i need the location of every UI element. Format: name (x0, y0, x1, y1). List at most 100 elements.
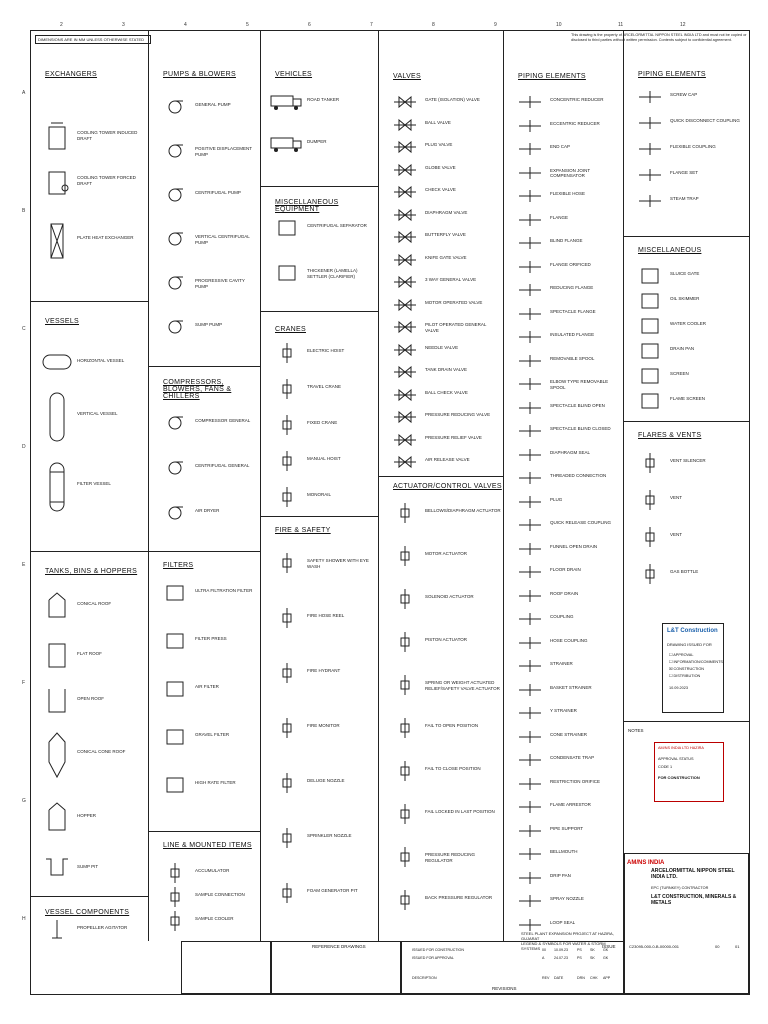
list-item: POSITIVE DISPLACEMENT PUMP (149, 140, 260, 162)
item-label: LOOP SEAL (550, 919, 576, 925)
list-item: CONDENSATE TRAP (504, 749, 623, 771)
item-label: AIR DRYER (195, 508, 220, 513)
item-label: SPRINKLER NOZZLE (307, 833, 352, 838)
item-label: Y STRAINER (550, 708, 577, 713)
list-item: REMOVABLE SPOOL (504, 350, 623, 372)
item-label: VENT SILENCER (670, 458, 706, 463)
diaphragm-actuator-icon (387, 502, 423, 524)
deluge-nozzle-icon (269, 772, 305, 794)
item-label: SAMPLE COOLER (195, 916, 234, 921)
item-label: FIRE HYDRANT (307, 668, 341, 673)
list-item: HORIZONTAL VESSEL (31, 347, 148, 377)
loop-seal-icon (512, 914, 548, 936)
back-pressure-icon (387, 889, 423, 911)
condensate-trap-icon (512, 749, 548, 771)
list-item: SPECTACLE FLANGE (504, 303, 623, 325)
item-label: INSULATED FLANGE (550, 332, 595, 337)
fail-locked-icon (387, 803, 423, 825)
list-item: COUPLING (504, 608, 623, 630)
list-item: BACK PRESSURE REGULATOR (379, 889, 503, 911)
list-item: ROAD TANKER (261, 91, 378, 113)
section-misc-equipment: MISCELLANEOUS EQUIPMENT CENTRIFUGAL SEPA… (261, 186, 378, 311)
motor-valve-icon (387, 294, 423, 316)
item-label: VENT (670, 532, 683, 537)
ruler-letter: H (22, 916, 26, 922)
section-tanks: TANKS, BINS & HOPPERS CONICAL ROOF FLAT … (31, 551, 148, 896)
list-item: CENTRIFUGAL GENERAL (149, 457, 260, 479)
item-label: DELUGE NOZZLE (307, 778, 345, 783)
item-label: STRAINER (550, 661, 573, 666)
ruler-number: 2 (60, 22, 63, 28)
item-label: QUICK RELEASE COUPLING (550, 520, 612, 525)
list-item: BALL CHECK VALVE (379, 384, 503, 406)
column-1: EXCHANGERS COOLING TOWER INDUCED DRAFT C… (31, 31, 149, 941)
item-label: GENERAL PUMP (195, 102, 231, 107)
foam-generator-icon (269, 882, 305, 904)
item-label: FUNNEL OPEN DRAIN (550, 543, 598, 549)
list-item: VENT (624, 489, 749, 511)
item-label: GLOBE VALVE (425, 164, 456, 170)
list-item: STEAM TRAP (624, 190, 749, 212)
item-label: VERTICAL CENTRIFUGAL PUMP (195, 234, 250, 245)
item-label: BASKET STRAINER (550, 684, 592, 690)
list-item: DELUGE NOZZLE (261, 772, 378, 794)
list-item: GRAVEL FILTER (149, 726, 260, 748)
list-item: OPEN ROOF (31, 682, 148, 717)
project-title: STEEL PLANT EXPANSION PROJECT AT HAZIRA,… (521, 931, 614, 941)
list-item: QUICK RELEASE COUPLING (504, 514, 623, 536)
item-label: KNIFE GATE VALVE (425, 254, 467, 260)
road-tanker-icon (269, 91, 305, 113)
list-item: GATE (ISOLATION) VALVE (379, 91, 503, 113)
diaphragm-seal-icon (512, 444, 548, 466)
list-item: PIPE SUPPORT (504, 820, 623, 842)
safety-shower-icon (269, 552, 305, 574)
sample-connection-icon (157, 886, 193, 908)
item-label: BLIND FLANGE (550, 238, 583, 243)
item-label: MONORAIL (307, 492, 332, 497)
item-label: FOAM GENERATOR PIT (307, 888, 358, 893)
insulated-flange-icon (512, 326, 548, 348)
electric-hoist-icon (269, 342, 305, 364)
rev-header: REV (542, 976, 550, 980)
list-item: HOPPER (31, 797, 148, 837)
drain-pan-icon (632, 340, 668, 362)
reference-box: REFERENCE DRAWINGS (271, 941, 401, 994)
list-item: CENTRIFUGAL SEPARATOR (261, 217, 378, 239)
list-item: SAMPLE COOLER (149, 910, 260, 932)
list-item: HIGH RATE FILTER (149, 774, 260, 796)
expansion-joint-icon (512, 162, 548, 184)
list-item: SUMP PIT (31, 852, 148, 882)
list-item: PRESSURE REDUCING REGULATOR (379, 846, 503, 868)
item-label: 3 WAY GENERAL VALVE (425, 277, 477, 282)
solenoid-actuator-icon (387, 588, 423, 610)
section-exchangers: EXCHANGERS COOLING TOWER INDUCED DRAFT C… (31, 51, 148, 301)
dumper-icon (269, 133, 305, 155)
item-label: DRIP PAN (550, 872, 571, 878)
list-item: CONCENTRIC REDUCER (504, 91, 623, 113)
item-label: FAIL TO OPEN POSITION (425, 723, 479, 728)
screw-cap-icon (632, 86, 668, 108)
concentric-reducer-icon (512, 91, 548, 113)
list-item: SUMP PUMP (149, 316, 260, 338)
gate-valve-icon (387, 91, 423, 113)
list-item: EXPANSION JOINT COMPENSATOR (504, 162, 623, 184)
pipe-support-icon (512, 820, 548, 842)
list-item: DRIP PAN (504, 867, 623, 889)
spectacle-open-icon (512, 397, 548, 419)
plug-valve-icon (387, 136, 423, 158)
quick-coupling-icon (512, 514, 548, 536)
item-label: DIAPHRAGM VALVE (425, 209, 468, 215)
list-item: FLEXIBLE COUPLING (624, 138, 749, 160)
item-label: REMOVABLE SPOOL (550, 355, 595, 361)
item-label: SUMP PUMP (195, 322, 223, 327)
list-item: FLAME SCREEN (624, 390, 749, 412)
threaded-icon (512, 467, 548, 489)
list-item: RESTRICTION ORIFICE (504, 773, 623, 795)
item-label: CENTRIFUGAL PUMP (195, 190, 241, 195)
item-label: DIAPHRAGM SEAL (550, 449, 591, 455)
